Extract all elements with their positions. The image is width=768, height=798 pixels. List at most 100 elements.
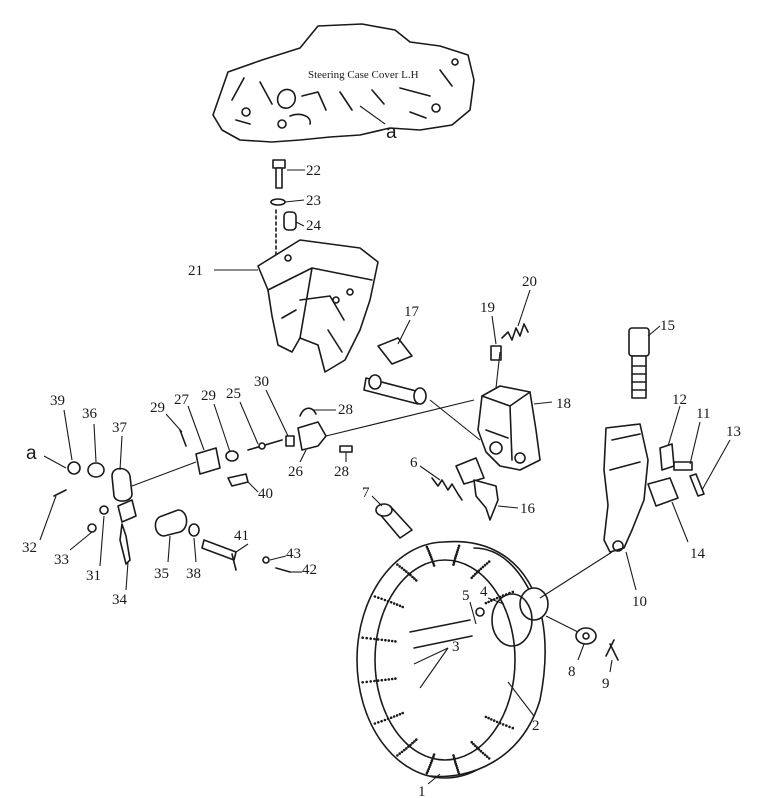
lining-dot — [376, 638, 380, 641]
lining-dot — [409, 573, 412, 577]
lining-dot — [431, 757, 434, 760]
callout-5: 5 — [462, 588, 470, 604]
lining-dot — [361, 681, 365, 684]
lining-dot — [455, 550, 459, 554]
lining-dot — [490, 718, 493, 721]
lining-dot — [455, 552, 458, 556]
lining-dot — [432, 755, 435, 758]
callout-25: 25 — [226, 386, 241, 402]
lining-dot — [389, 716, 393, 719]
callout-44: 43 — [286, 546, 301, 562]
callout-30: 29 — [201, 388, 216, 404]
lining-dot — [398, 565, 402, 568]
lining-dot — [475, 571, 479, 574]
lining-dot — [485, 755, 489, 758]
lining-dot — [495, 596, 499, 600]
lining-dot — [411, 575, 414, 579]
callouts: 22 23 24 21 17 19 20 15 18 12 11 13 14 1… — [22, 163, 741, 798]
lining-dot — [511, 590, 515, 594]
lining-dot — [511, 726, 515, 730]
lining-dot — [380, 719, 383, 723]
lining-dot — [400, 750, 404, 754]
lining-dot — [452, 561, 456, 564]
lining-dot — [481, 751, 485, 755]
lining-dot — [477, 748, 481, 751]
callout-4: 4 — [480, 584, 488, 600]
callout-36: 35 — [154, 566, 169, 582]
pin-17 — [363, 337, 427, 405]
lining-dot — [481, 565, 485, 569]
lining-dot — [453, 559, 456, 562]
callout-9: 9 — [602, 676, 610, 692]
callout-28: 28 — [338, 402, 353, 418]
lining-dot — [508, 725, 511, 729]
lining-dot — [484, 601, 488, 605]
lining-dot — [454, 554, 458, 558]
lining-dot — [365, 680, 369, 684]
lining-dot — [426, 769, 430, 773]
lining-dot — [473, 572, 477, 576]
callout-43: 42 — [302, 562, 317, 578]
lining-dot — [369, 680, 373, 683]
lining-dot — [390, 677, 394, 681]
ref-letter-a: a — [386, 122, 397, 143]
lining-dot — [383, 598, 387, 602]
lining-dot — [483, 563, 487, 567]
callout-10: 10 — [632, 594, 647, 610]
lining-dot — [498, 721, 502, 725]
callout-32: 31 — [86, 568, 101, 584]
lining-dot — [373, 637, 376, 641]
brake-drum-1 — [356, 540, 549, 779]
lining-dot — [373, 595, 377, 598]
parts-11-14 — [647, 443, 705, 507]
lining-dot — [472, 742, 475, 746]
lining-dot — [373, 679, 376, 683]
left-linkage — [53, 407, 353, 573]
lining-dot — [407, 745, 410, 748]
callout-13: 13 — [726, 424, 741, 440]
callout-11: 11 — [696, 406, 710, 422]
lining-dot — [427, 549, 431, 553]
lining-dot — [376, 679, 380, 682]
lining-dot — [383, 718, 387, 722]
lining-dot — [457, 546, 460, 550]
lining-dot — [361, 636, 365, 639]
lining-dot — [485, 562, 489, 565]
lining-dot — [395, 714, 399, 717]
lining-dot — [483, 753, 487, 757]
lining-dot — [387, 639, 391, 642]
callout-18: 18 — [556, 396, 571, 412]
callout-34: 33 — [54, 552, 69, 568]
callout-23: 23 — [306, 193, 321, 209]
lining-dot — [401, 711, 405, 715]
callout-22: 22 — [306, 163, 321, 179]
lining-dot — [398, 604, 402, 608]
lining-dot — [431, 560, 434, 563]
callout-7: 7 — [362, 485, 370, 501]
callout-26: 26 — [288, 464, 304, 480]
lining-dot — [457, 544, 461, 548]
callout-14: 14 — [690, 546, 706, 562]
callout-12: 12 — [672, 392, 687, 408]
spring-6 — [375, 477, 463, 539]
callout-39: 38 — [186, 566, 201, 582]
lining-dot — [369, 637, 373, 640]
lining-dot — [384, 638, 387, 642]
lining-dot — [452, 563, 455, 566]
spring-20 — [490, 323, 529, 361]
lining-dot — [432, 562, 435, 565]
lining-dot — [429, 761, 433, 765]
lining-dot — [457, 772, 461, 776]
lining-dot — [487, 560, 491, 563]
callout-19: 19 — [480, 300, 495, 316]
callout-27: 27 — [174, 392, 190, 408]
callout-37: 36 — [82, 406, 98, 422]
callout-40: 39 — [50, 393, 65, 409]
lining-dot — [505, 724, 508, 727]
lining-dot — [429, 553, 432, 557]
lining-dot — [495, 720, 499, 724]
callout-38: 37 — [112, 420, 128, 436]
lining-dot — [373, 722, 377, 725]
lining-dot — [390, 639, 394, 643]
shoe-16 — [455, 457, 499, 521]
